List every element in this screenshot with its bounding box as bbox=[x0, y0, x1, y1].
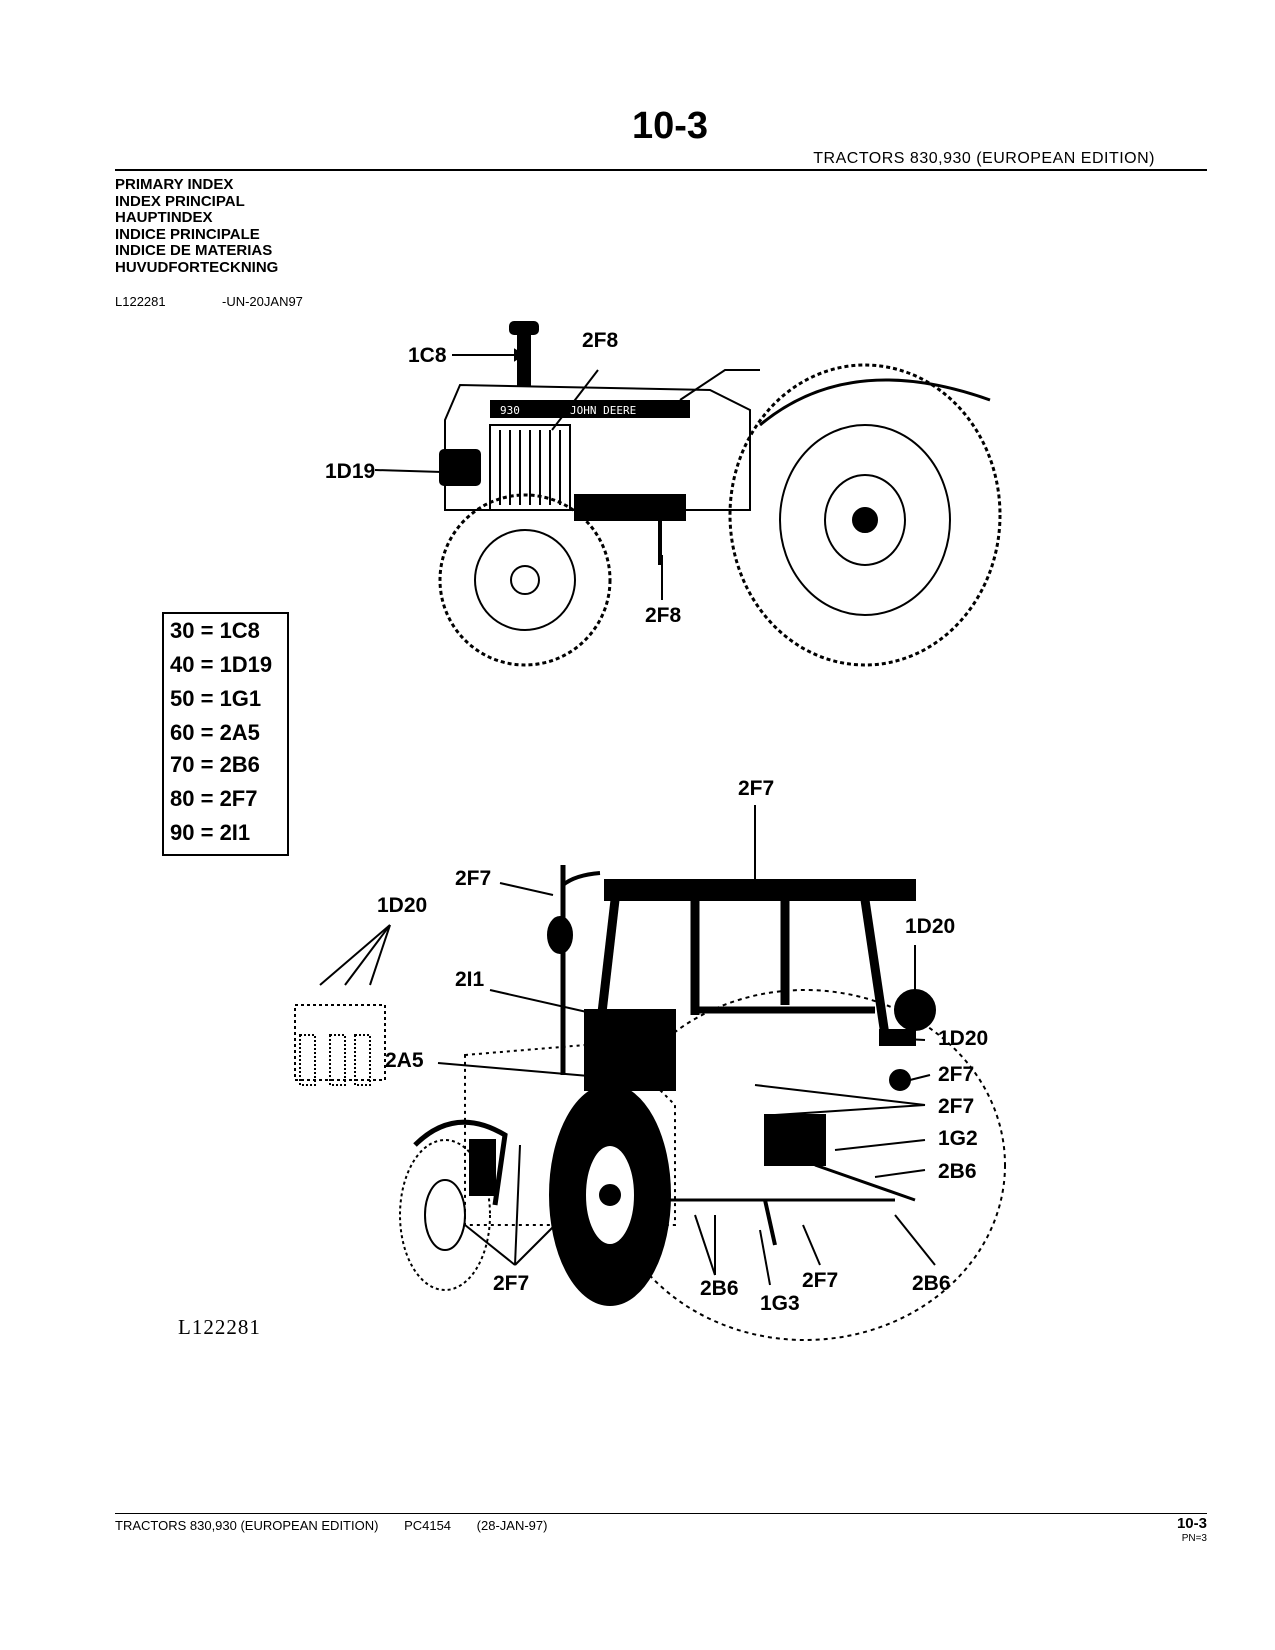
footer-page-number: 10-3 bbox=[1176, 1515, 1207, 1532]
key-ref: 1D19 bbox=[219, 652, 273, 677]
footer-rule bbox=[115, 1513, 1207, 1514]
key-row: 50 = 1G1 bbox=[170, 686, 262, 711]
index-titles: PRIMARY INDEX INDEX PRINCIPAL HAUPTINDEX… bbox=[115, 176, 279, 276]
index-title-en: PRIMARY INDEX bbox=[115, 176, 234, 193]
key-num: 30 bbox=[170, 618, 195, 643]
page-number: 10-3 bbox=[631, 105, 709, 147]
key-ref: 2F7 bbox=[219, 786, 258, 811]
key-row: 80 = 2F7 bbox=[170, 786, 258, 811]
callout-rear-8: 2F7 bbox=[938, 1063, 974, 1086]
key-table: 30 = 1C8 40 = 1D19 50 = 1G1 60 = 2A5 70 … bbox=[162, 612, 289, 856]
key-num: 80 bbox=[170, 786, 195, 811]
key-ref: 1C8 bbox=[219, 618, 260, 643]
brand-badge-text: JOHN DEERE bbox=[570, 404, 636, 417]
callout-rear-4: 1D20 bbox=[905, 915, 955, 938]
callout-rear-11: 2B6 bbox=[938, 1160, 977, 1183]
callout-rear-15: 2F7 bbox=[802, 1269, 838, 1292]
index-title-it: INDICE PRINCIPALE bbox=[115, 225, 260, 243]
callout-rear-9: 2F7 bbox=[938, 1095, 974, 1118]
key-num: 50 bbox=[170, 686, 195, 711]
index-title-es: INDICE DE MATERIAS bbox=[115, 242, 273, 259]
callout-rear-14: 1G3 bbox=[760, 1292, 800, 1315]
footer-pn: PN=3 bbox=[1181, 1533, 1207, 1544]
key-row: 30 = 1C8 bbox=[170, 618, 260, 643]
key-row: 90 = 2I1 bbox=[170, 820, 251, 845]
figure-id: L122281 bbox=[115, 294, 166, 309]
callout-side-2: 2F8 bbox=[582, 329, 619, 352]
callout-rear-1: 2F7 bbox=[738, 777, 774, 800]
figure-watermark: L122281 bbox=[178, 1315, 261, 1339]
footer-title: TRACTORS 830,930 (EUROPEAN EDITION) bbox=[115, 1518, 379, 1533]
key-ref: 2I1 bbox=[219, 820, 251, 845]
key-row: 60 = 2A5 bbox=[170, 720, 260, 745]
key-ref: 1G1 bbox=[219, 686, 262, 711]
footer-catalog: PC4154 bbox=[404, 1518, 452, 1533]
callout-rear-16: 2B6 bbox=[912, 1272, 951, 1295]
key-row: 70 = 2B6 bbox=[170, 752, 260, 777]
key-ref: 2B6 bbox=[219, 752, 260, 777]
key-num: 90 bbox=[170, 820, 195, 845]
key-num: 40 bbox=[170, 652, 195, 677]
header-title: TRACTORS 830,930 (EUROPEAN EDITION) bbox=[813, 150, 1155, 167]
index-title-de: HAUPTINDEX bbox=[115, 209, 213, 226]
callout-rear-3: 1D20 bbox=[377, 894, 427, 917]
callout-side-4: 2F8 bbox=[645, 604, 682, 627]
callout-side-3: 1D19 bbox=[325, 460, 375, 483]
callout-rear-5: 2I1 bbox=[455, 968, 485, 991]
figure-code: -UN-20JAN97 bbox=[222, 294, 303, 309]
key-ref: 2A5 bbox=[219, 720, 260, 745]
key-row: 40 = 1D19 bbox=[170, 652, 273, 677]
model-badge-text: 930 bbox=[500, 404, 520, 417]
callout-rear-7: 2A5 bbox=[385, 1049, 424, 1072]
callout-side-1: 1C8 bbox=[408, 344, 447, 367]
tractor-side-illustration: 930 JOHN DEERE 1C8 2F8 1D19 2F8 bbox=[325, 321, 1002, 667]
callout-rear-6: 1D20 bbox=[938, 1027, 988, 1050]
callout-rear-12: 2F7 bbox=[493, 1272, 529, 1295]
footer-text: TRACTORS 830,930 (EUROPEAN EDITION) PC41… bbox=[115, 1518, 569, 1533]
callout-rear-13: 2B6 bbox=[700, 1277, 739, 1300]
callout-rear-10: 1G2 bbox=[938, 1127, 978, 1150]
footer-date: (28-JAN-97) bbox=[476, 1518, 548, 1533]
callout-rear-2: 2F7 bbox=[455, 867, 491, 890]
header-rule bbox=[115, 169, 1207, 171]
tractor-rear-illustration: 2F7 2F7 1D20 1D20 2I1 1D20 2A5 2F7 2F7 1… bbox=[294, 777, 1006, 1341]
index-title-sv: HUVUDFORTECKNING bbox=[115, 258, 279, 276]
key-num: 70 bbox=[170, 752, 195, 777]
key-num: 60 bbox=[170, 720, 195, 745]
index-title-fr: INDEX PRINCIPAL bbox=[115, 192, 245, 210]
